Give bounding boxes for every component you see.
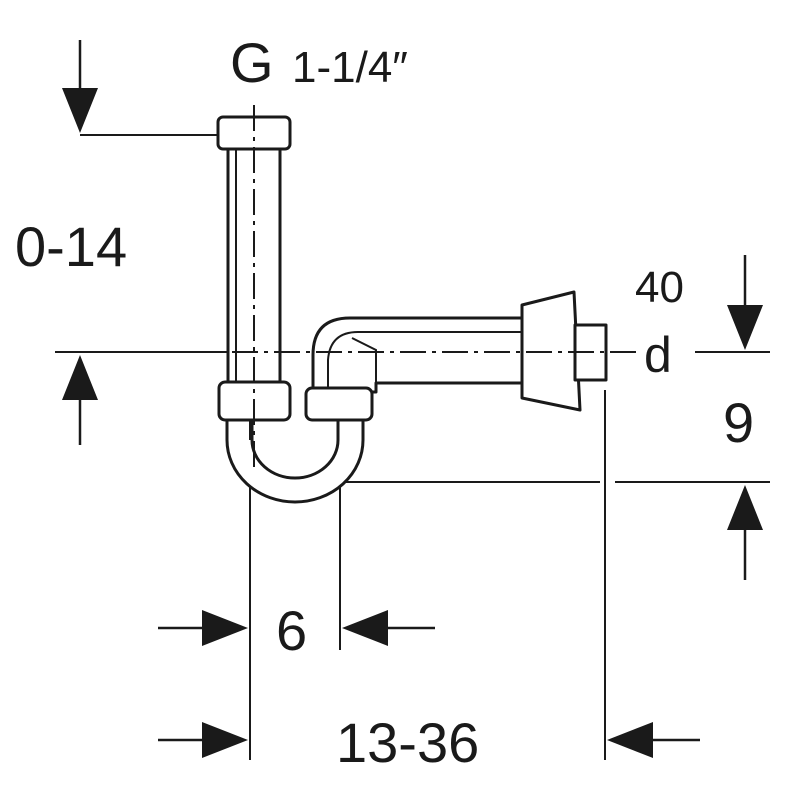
extension-lines	[55, 134, 770, 760]
outlet-arrow-top-head	[727, 305, 763, 350]
u-bend	[225, 416, 365, 504]
thread-size-label: 1-1/4″	[292, 43, 408, 92]
siphon-body	[216, 115, 608, 504]
wall-arrow-right-head	[607, 722, 653, 758]
center-lines	[232, 105, 640, 470]
outlet-diameter-value-label: 40	[635, 263, 684, 312]
offset-arrow-left-head	[202, 610, 248, 646]
elbow-joint-line	[351, 337, 377, 392]
outlet-diameter-symbol-label: d	[644, 327, 672, 383]
right-union-nut	[304, 386, 374, 422]
wall-arrow-left-head	[202, 722, 248, 758]
dimension-labels: G 1-1/4″ 0-14 40 d 9 6 13-36	[15, 31, 754, 774]
height-arrow-bottom-head	[62, 355, 98, 400]
outlet-arrow-bottom-head	[727, 485, 763, 530]
outlet-elbow	[311, 316, 530, 394]
dimension-arrows	[62, 40, 763, 758]
outlet-height-label: 9	[723, 391, 754, 454]
thread-prefix-label: G	[230, 31, 274, 94]
offset-arrow-right-head	[342, 610, 388, 646]
elbow-inner-line	[327, 331, 528, 392]
height-range-label: 0-14	[15, 215, 127, 278]
wall-distance-label: 13-36	[336, 711, 479, 774]
height-arrow-top-head	[62, 88, 98, 133]
trap-offset-label: 6	[276, 599, 307, 662]
